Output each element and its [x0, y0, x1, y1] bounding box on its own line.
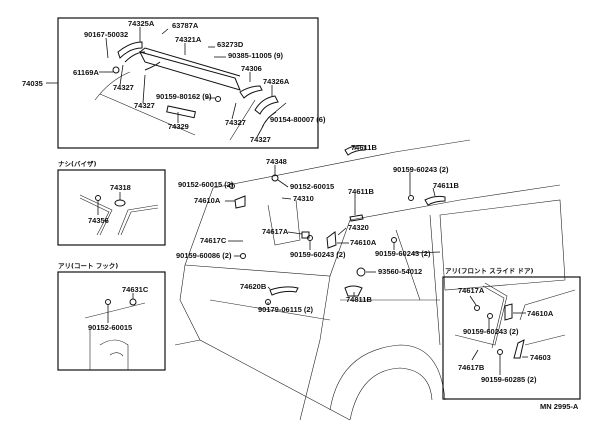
part-label: 90159-80162 (9): [156, 92, 212, 101]
part-label: 90152-60015: [88, 323, 132, 332]
part-label: 93560-54012: [378, 267, 422, 276]
step-light: [344, 285, 363, 297]
part-label: 74327: [225, 118, 246, 127]
no-visor-detail-box: ナシ(バイザ) 74318 74356: [57, 160, 166, 246]
screw: [487, 313, 493, 319]
visor-clip: [114, 199, 126, 207]
screw: [408, 195, 414, 201]
van-body: [174, 139, 566, 421]
cover: [301, 231, 310, 239]
assist-grip: [424, 195, 446, 206]
coat-hook-detail-box: アリ(コート フック) 74631C 90152-60015: [57, 261, 166, 371]
part-label: 74327: [134, 101, 155, 110]
part-label: 63273D: [217, 40, 244, 49]
trim-piece: [117, 41, 143, 59]
screw: [307, 235, 313, 241]
detail-frame: [57, 169, 166, 246]
detail-frame: [442, 276, 581, 400]
detail-frame: [57, 271, 166, 371]
part-label: 90385-11005 (9): [228, 51, 284, 60]
part-label: 63787A: [172, 21, 199, 30]
part-label: 74611B: [348, 187, 374, 196]
part-label: 74320: [348, 223, 369, 232]
part-label: 74610A: [350, 238, 377, 247]
grip: [326, 231, 337, 249]
part-label: 74617A: [458, 286, 485, 295]
part-label: 74035: [22, 79, 43, 88]
screw: [240, 253, 246, 259]
screw: [497, 349, 503, 355]
screw: [105, 299, 111, 305]
part-label: 90159-60086 (2): [176, 251, 232, 260]
part-label: 90179-06115 (2): [258, 305, 314, 314]
clip: [112, 66, 120, 74]
part-label: 90159-60243 (2): [463, 327, 519, 336]
box-caption: アリ(フロント スライド ドア): [445, 267, 533, 275]
part-label: 90167-50032: [84, 30, 128, 39]
part-label: 74617C: [200, 236, 227, 245]
strip: [166, 105, 196, 119]
cap: [474, 305, 480, 311]
part-label: 74348: [266, 157, 287, 166]
part-label: 74620B: [240, 282, 267, 291]
part-label: 90159-60243 (2): [393, 165, 449, 174]
grip: [269, 286, 299, 296]
diagram-id: MN 2995-A: [540, 402, 579, 411]
screw-s: [356, 267, 366, 277]
part-label: 74325A: [128, 19, 155, 28]
trim-piece: [239, 85, 263, 99]
part-label: 74327: [113, 83, 134, 92]
coat-hook: [129, 298, 137, 306]
part-label: 74327: [250, 135, 271, 144]
screw: [215, 96, 221, 102]
box-caption: ナシ(バイザ): [58, 160, 96, 168]
console-panel: [139, 47, 241, 91]
side-window: [439, 199, 566, 291]
part-label: 74617B: [458, 363, 485, 372]
roof-console-detail-box: 74035 74325A 63787A 90167-50032 74321A 6…: [22, 17, 326, 149]
part-label: 74326A: [263, 77, 290, 86]
assist-grip: [349, 214, 364, 222]
screw: [95, 195, 101, 201]
part-label: 74611B: [433, 181, 459, 190]
assist-grip: [344, 145, 366, 156]
part-label: 74631C: [122, 285, 149, 294]
part-label: 90159-60243 (2): [290, 250, 346, 259]
screw: [391, 237, 397, 243]
trim-piece: [124, 51, 161, 71]
part-label: 74306: [241, 64, 262, 73]
part-label: 74610A: [527, 309, 554, 318]
part-label: 90152-60015 (2): [178, 180, 234, 189]
part-label: 74603: [530, 353, 551, 362]
part-label: 74611B: [351, 143, 377, 152]
lock: [513, 339, 525, 359]
part-label: 90159-60243 (2): [375, 249, 431, 258]
front-slide-door-detail-box: アリ(フロント スライド ドア) 74617A 74610A 90159-602…: [442, 267, 581, 400]
part-label: 74811B: [346, 295, 372, 304]
part-label: 90154-80007 (6): [270, 115, 326, 124]
part-label: 61169A: [73, 68, 99, 77]
grip: [234, 195, 246, 209]
box-caption: アリ(コート フック): [58, 261, 118, 270]
grip: [504, 303, 513, 321]
part-label: 74310: [293, 194, 314, 203]
part-label: 74356: [88, 216, 109, 225]
part-label: 74318: [110, 183, 131, 192]
part-label: 90152-60015: [290, 182, 334, 191]
part-label: 90159-60285 (2): [481, 375, 537, 384]
part-label: 74610A: [194, 196, 221, 205]
trim-piece: [254, 95, 279, 115]
part-label: 74329: [168, 122, 189, 131]
part-label: 74321A: [175, 35, 202, 44]
part-label: 74617A: [262, 227, 289, 236]
